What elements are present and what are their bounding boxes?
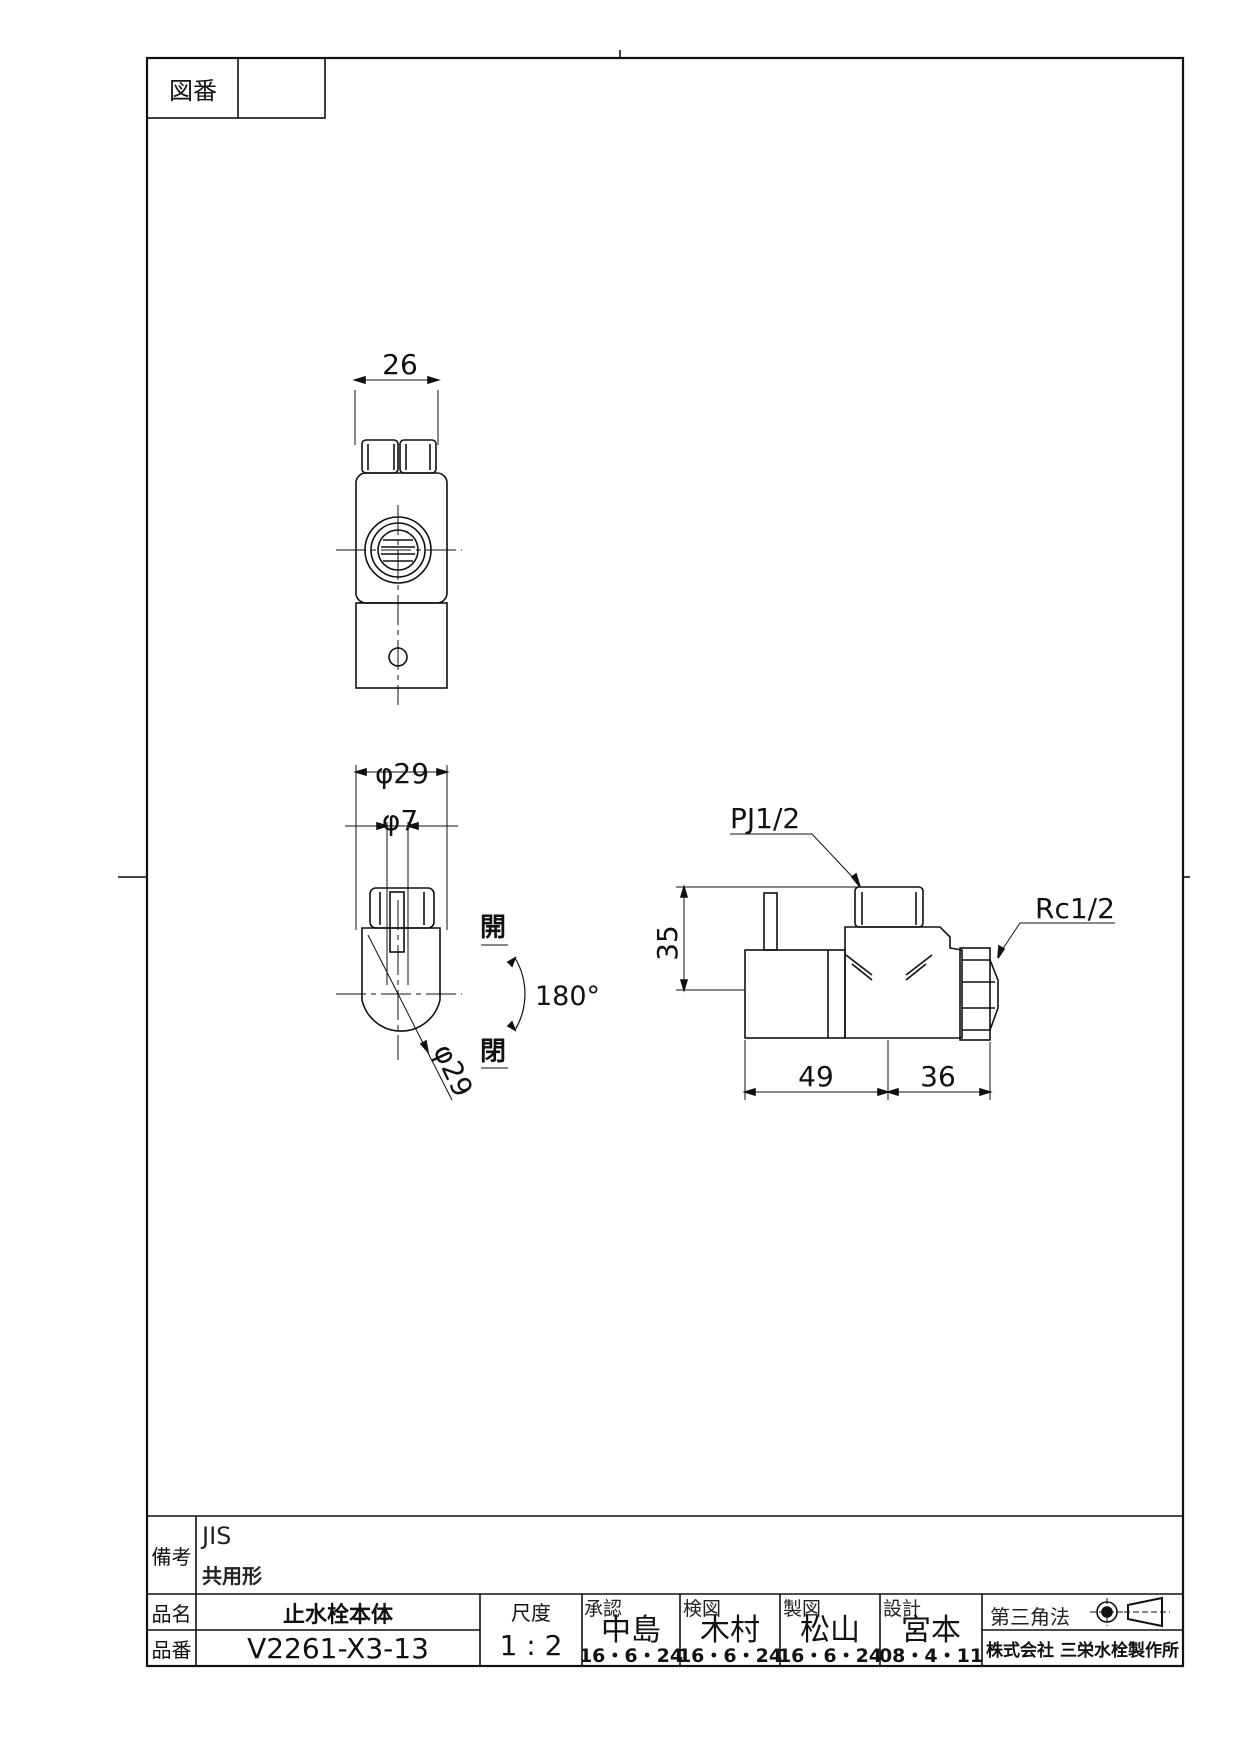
inspection-name: 木村 — [700, 1613, 760, 1648]
remarks-line1: JIS — [202, 1522, 232, 1550]
company-name: 株式会社 三栄水栓製作所 — [986, 1640, 1179, 1661]
closed-label-bottom: 閉 — [480, 1037, 506, 1067]
drafting-name: 松山 — [800, 1613, 860, 1648]
projection-label: 第三角法 — [990, 1605, 1070, 1629]
approval-label: 承認 — [584, 1598, 623, 1620]
remarks-line2: 共用形 — [202, 1564, 262, 1588]
side-view — [336, 765, 526, 1101]
design-label: 設計 — [883, 1598, 922, 1620]
drawing-number-box — [146, 57, 326, 119]
scale-value: 1 : 2 — [499, 1628, 563, 1662]
approval-name: 中島 — [601, 1613, 661, 1648]
product-name-value: 止水栓本体 — [282, 1602, 393, 1628]
third-angle-projection-icon — [1090, 1596, 1170, 1628]
drafting-date: 16・6・24 — [777, 1644, 883, 1667]
design-name: 宮本 — [901, 1613, 961, 1648]
dim-length-left: 49 — [798, 1060, 834, 1093]
top-view — [336, 375, 462, 705]
approval-date: 16・6・24 — [578, 1644, 684, 1667]
open-label-top: 開 — [480, 913, 506, 943]
drafting-label: 製図 — [783, 1598, 822, 1620]
rotation-angle: 180° — [535, 981, 600, 1012]
product-number-label: 品番 — [151, 1637, 192, 1662]
thread-top-label: PJ1/2 — [730, 802, 800, 835]
scale-label: 尺度 — [511, 1600, 551, 1625]
front-view — [676, 833, 1115, 1100]
dim-body-dia: φ29 — [427, 1039, 480, 1102]
inspection-label: 検図 — [683, 1598, 722, 1620]
dim-height: 35 — [651, 925, 684, 961]
dim-handle-dia: φ29 — [375, 757, 429, 790]
design-date: 08・4・11 — [878, 1644, 984, 1667]
product-name-label: 品名 — [151, 1602, 192, 1626]
thread-side-label: Rc1/2 — [1035, 892, 1115, 925]
drawing-number-label: 図番 — [169, 76, 217, 105]
dim-length-right: 36 — [920, 1060, 956, 1093]
dim-stem-dia: φ7 — [382, 804, 418, 837]
inspection-date: 16・6・24 — [677, 1644, 783, 1667]
product-number-value: V2261-X3-13 — [247, 1631, 429, 1665]
drawing-frame — [145, 56, 1185, 1668]
remarks-label: 備考 — [151, 1544, 192, 1569]
drawing-number-value — [240, 60, 324, 116]
dim-top-width: 26 — [382, 348, 418, 381]
title-block-lines — [147, 1515, 1183, 1666]
